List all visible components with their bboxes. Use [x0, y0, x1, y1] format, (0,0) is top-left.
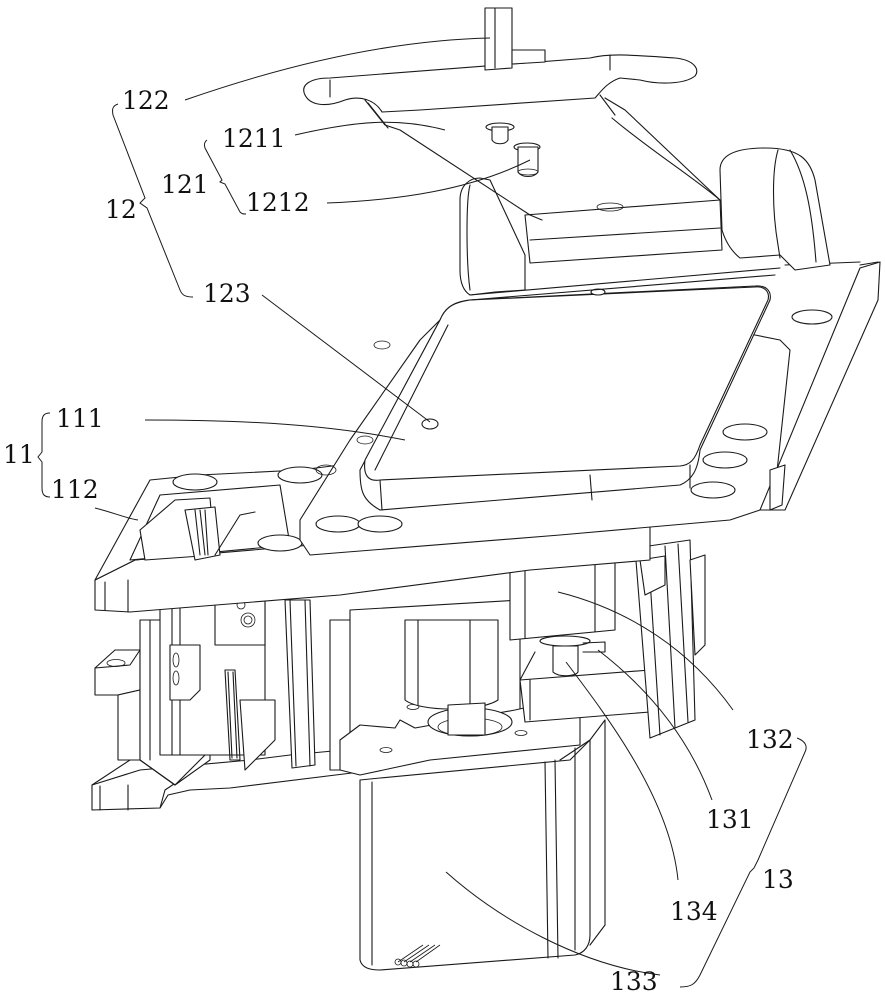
label-112: 112 [51, 475, 99, 504]
leader-1211 [294, 121, 446, 136]
brace-13 [679, 737, 807, 988]
base-assembly [91, 539, 706, 971]
leader-122 [184, 37, 491, 101]
label-122: 122 [122, 86, 170, 115]
label-132: 132 [746, 725, 794, 754]
motor-wires [394, 944, 441, 968]
label-123: 123 [203, 279, 251, 308]
brace-11 [37, 412, 51, 498]
label-133: 133 [610, 967, 658, 996]
label-11: 11 [3, 440, 35, 469]
leader-132 [557, 591, 734, 711]
label-134: 134 [670, 897, 718, 926]
leader-111 [144, 419, 406, 441]
reference-labels: 122 1211 121 12 1212 123 111 11 112 132 … [3, 86, 794, 996]
leader-131 [597, 649, 713, 801]
brace-12 [112, 103, 194, 298]
leader-1212 [326, 159, 531, 204]
leader-112 [94, 507, 139, 521]
label-131: 131 [706, 805, 754, 834]
label-12: 12 [105, 195, 137, 224]
label-111: 111 [56, 404, 104, 433]
leader-lines [94, 37, 734, 976]
label-1212: 1212 [246, 188, 310, 217]
brace-121 [203, 139, 247, 215]
label-1211: 1211 [222, 124, 286, 153]
label-13: 13 [762, 865, 794, 894]
leader-134 [565, 661, 679, 881]
label-121: 121 [161, 170, 209, 199]
upper-bracket-12 [303, 7, 831, 301]
frame-112 [94, 464, 651, 613]
leader-123 [261, 294, 431, 423]
leader-133 [445, 871, 661, 976]
plate-111 [299, 285, 833, 556]
group-braces [37, 103, 807, 988]
